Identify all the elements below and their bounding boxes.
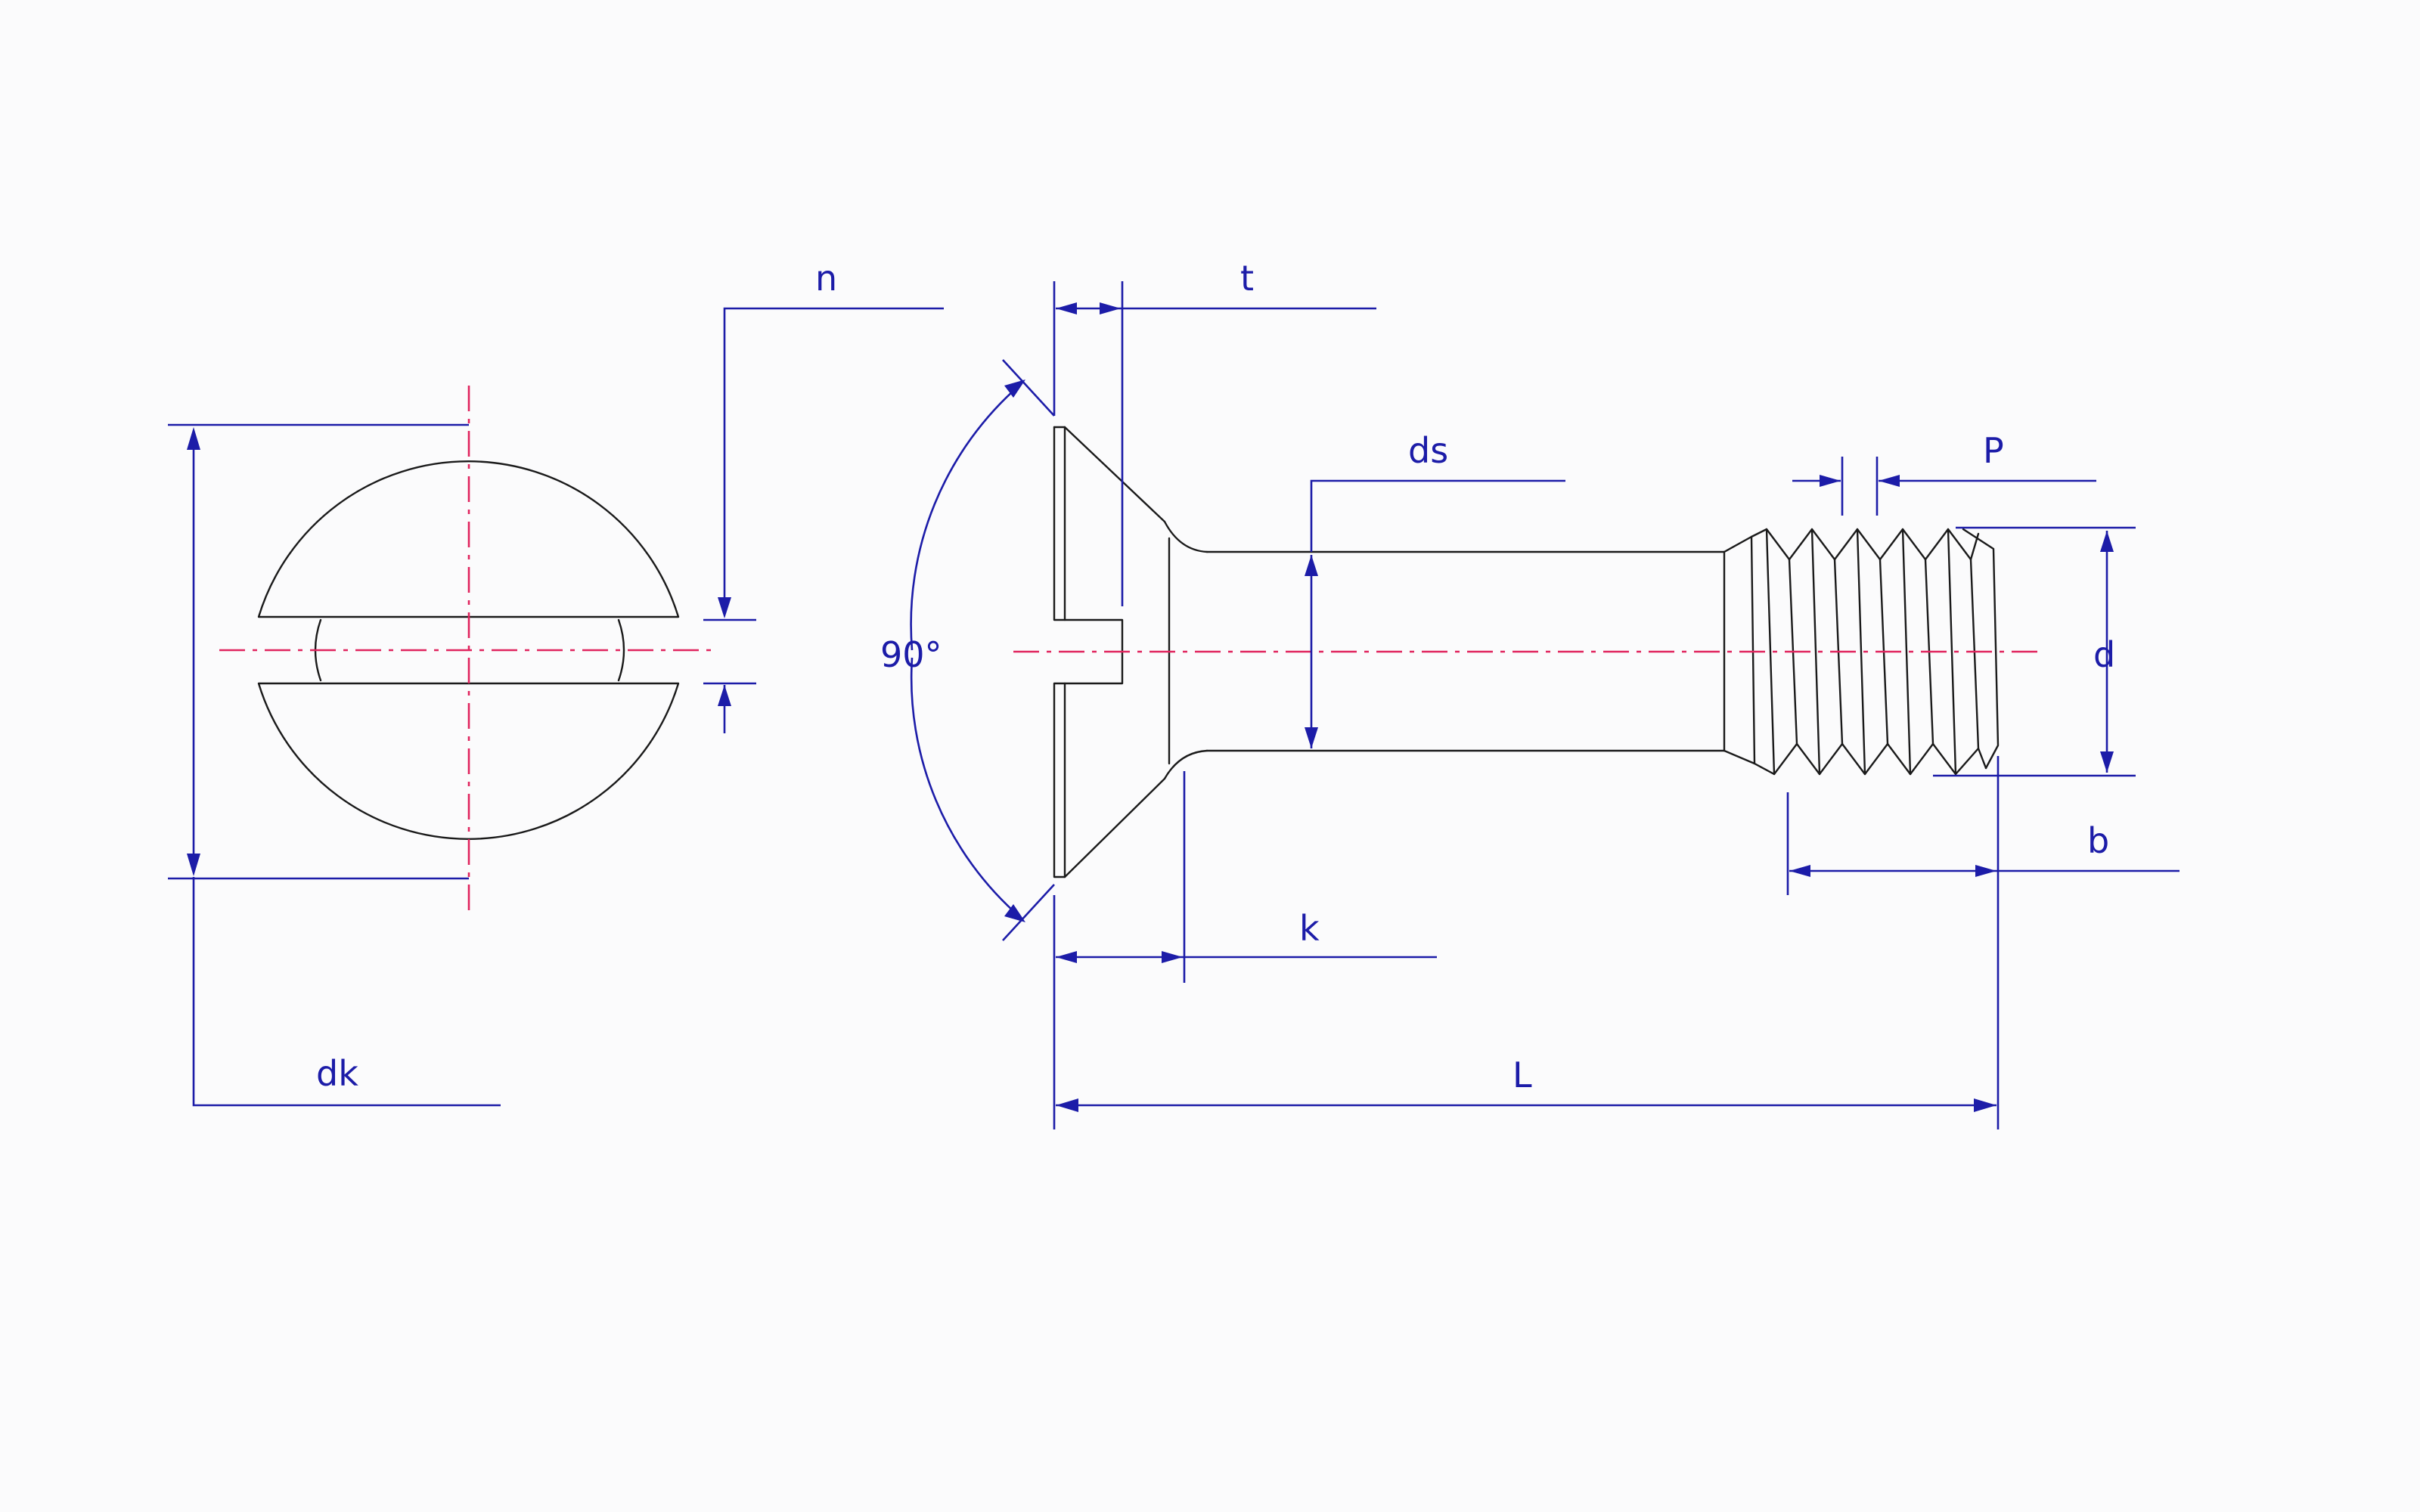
- dimension-dk: dk: [168, 423, 501, 1107]
- dimension-b: b: [1786, 756, 2180, 1129]
- slot-right-end: [617, 618, 625, 682]
- label-t: t: [1240, 258, 1254, 299]
- dimension-k: k: [1053, 771, 1437, 1129]
- dimension-p: P: [1792, 430, 2096, 516]
- dimension-n: n: [703, 258, 944, 733]
- screw-tip: [1962, 528, 2000, 770]
- label-l: L: [1512, 1055, 1532, 1095]
- label-n: n: [815, 258, 837, 299]
- dimension-d: d: [1933, 526, 2136, 777]
- thread-crest-top: [1750, 528, 1980, 561]
- dimension-l: L: [1056, 1055, 1996, 1112]
- label-ds: ds: [1408, 430, 1448, 471]
- head-lower-arc: [257, 682, 680, 840]
- thread-runout: [1723, 535, 1756, 765]
- label-k: k: [1299, 908, 1320, 949]
- label-angle: 90°: [880, 634, 942, 675]
- screw-side-view: [1013, 426, 2042, 878]
- label-dk: dk: [316, 1053, 358, 1094]
- head-upper-arc: [257, 460, 680, 618]
- countersink-cone: [1063, 426, 1208, 553]
- head-face-and-slot: [1053, 426, 1124, 878]
- thread-crest-bottom: [1753, 742, 1987, 776]
- head-top-view: [219, 386, 715, 915]
- label-b: b: [2087, 820, 2109, 861]
- dimension-t: t: [1053, 258, 1376, 606]
- label-d: d: [2093, 634, 2115, 675]
- dimension-ds: ds: [1305, 430, 1565, 748]
- label-p: P: [1983, 430, 2004, 471]
- dimension-angle: 90°: [880, 359, 1055, 941]
